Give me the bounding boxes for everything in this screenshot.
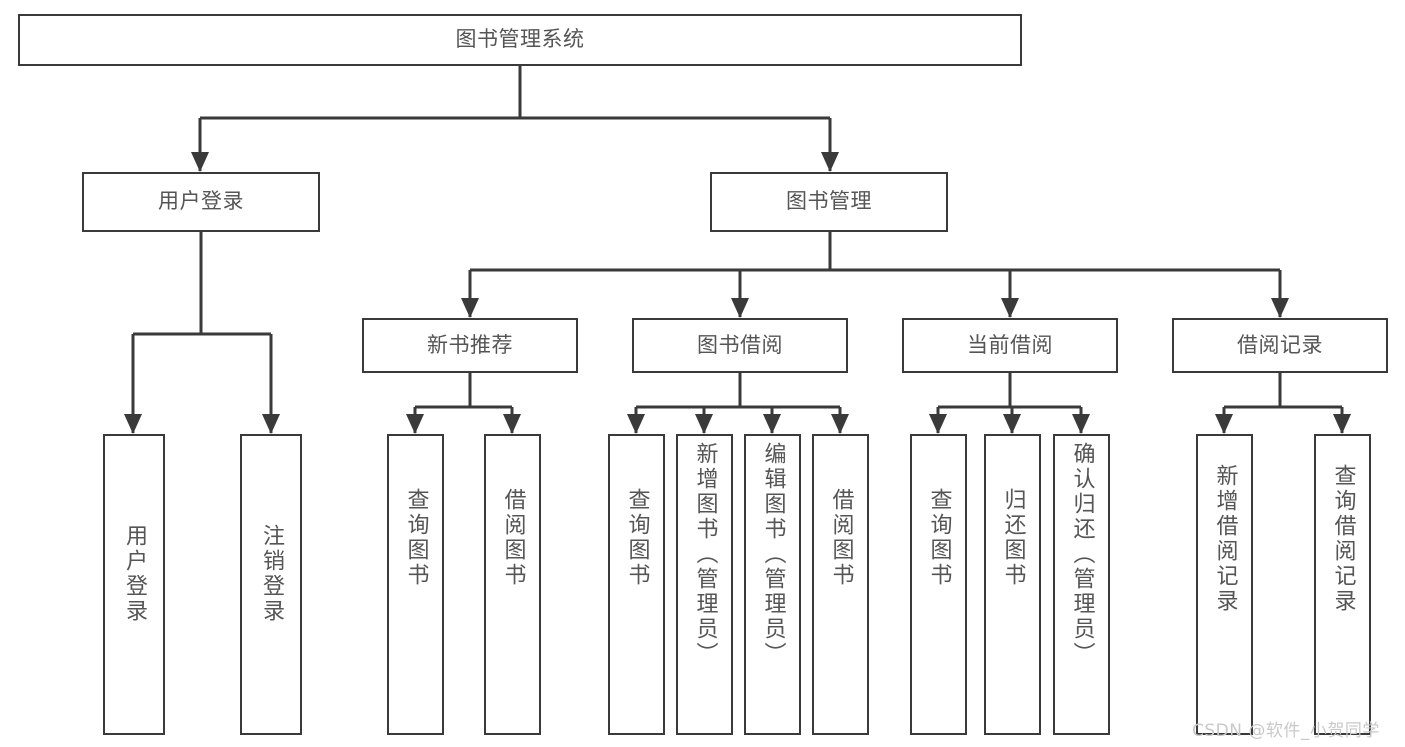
- node-label: 借阅图书: [500, 488, 526, 588]
- connector-newbook-to-leaves: [406, 373, 521, 434]
- leaf-node-leaf-add-record: 新增借阅记录: [1196, 434, 1253, 735]
- level3-node-new-book-rec: 新书推荐: [362, 318, 578, 373]
- leaf-node-leaf-borrow-book-1: 借阅图书: [484, 434, 541, 735]
- connector-bookborrow-to-leaves: [627, 373, 849, 434]
- node-label: 归还图书: [1000, 488, 1026, 588]
- connector-root-to-level2: [191, 66, 839, 172]
- node-label: 查询借阅记录: [1330, 464, 1356, 614]
- leaf-node-leaf-query-book-3: 查询图书: [910, 434, 967, 735]
- node-label: 新书推荐: [427, 332, 513, 357]
- leaf-node-leaf-user-logout: 注销登录: [240, 434, 302, 735]
- node-label: 用户登录: [158, 189, 244, 214]
- level3-node-book-borrow: 图书借阅: [632, 318, 848, 373]
- node-label: 借阅记录: [1237, 332, 1323, 357]
- node-label: 图书借阅: [697, 332, 783, 357]
- node-label: 编辑图书（管理员）: [760, 442, 786, 667]
- leaf-node-leaf-user-login: 用户登录: [103, 434, 165, 735]
- node-label: 用户登录: [121, 524, 147, 624]
- watermark-text: CSDN @软件_小贺同学: [1192, 721, 1380, 741]
- leaf-node-leaf-add-book: 新增图书（管理员）: [676, 434, 733, 735]
- leaf-node-leaf-return-book: 归还图书: [984, 434, 1041, 735]
- node-label: 查询图书: [624, 488, 650, 588]
- node-label: 新增借阅记录: [1212, 464, 1238, 614]
- leaf-node-leaf-confirm-return: 确认归还（管理员）: [1053, 434, 1110, 735]
- node-label: 注销登录: [258, 524, 284, 624]
- connector-currentborrow-to-leaves: [929, 373, 1090, 434]
- node-label: 图书管理系统: [455, 27, 585, 52]
- node-label: 图书管理: [786, 189, 872, 214]
- node-label: 查询图书: [926, 488, 952, 588]
- root-node-root: 图书管理系统: [18, 14, 1022, 66]
- node-label: 新增图书（管理员）: [692, 442, 718, 667]
- leaf-node-leaf-query-book-1: 查询图书: [387, 434, 444, 735]
- leaf-node-leaf-edit-book: 编辑图书（管理员）: [744, 434, 801, 735]
- connector-booksys-to-level3: [461, 232, 1289, 318]
- node-label: 确认归还（管理员）: [1069, 442, 1095, 667]
- connector-userlogin-to-leaves: [124, 232, 280, 434]
- node-label: 当前借阅: [967, 332, 1053, 357]
- level2-node-user-login: 用户登录: [82, 172, 320, 232]
- level2-node-book-manage: 图书管理: [710, 172, 948, 232]
- leaf-node-leaf-query-record: 查询借阅记录: [1314, 434, 1371, 735]
- level3-node-borrow-record: 借阅记录: [1172, 318, 1388, 373]
- leaf-node-leaf-borrow-book-2: 借阅图书: [812, 434, 869, 735]
- connector-borrowrecord-to-leaves: [1215, 373, 1351, 434]
- node-label: 借阅图书: [828, 488, 854, 588]
- node-label: 查询图书: [403, 488, 429, 588]
- leaf-node-leaf-query-book-2: 查询图书: [608, 434, 665, 735]
- level3-node-current-borrow: 当前借阅: [902, 318, 1118, 373]
